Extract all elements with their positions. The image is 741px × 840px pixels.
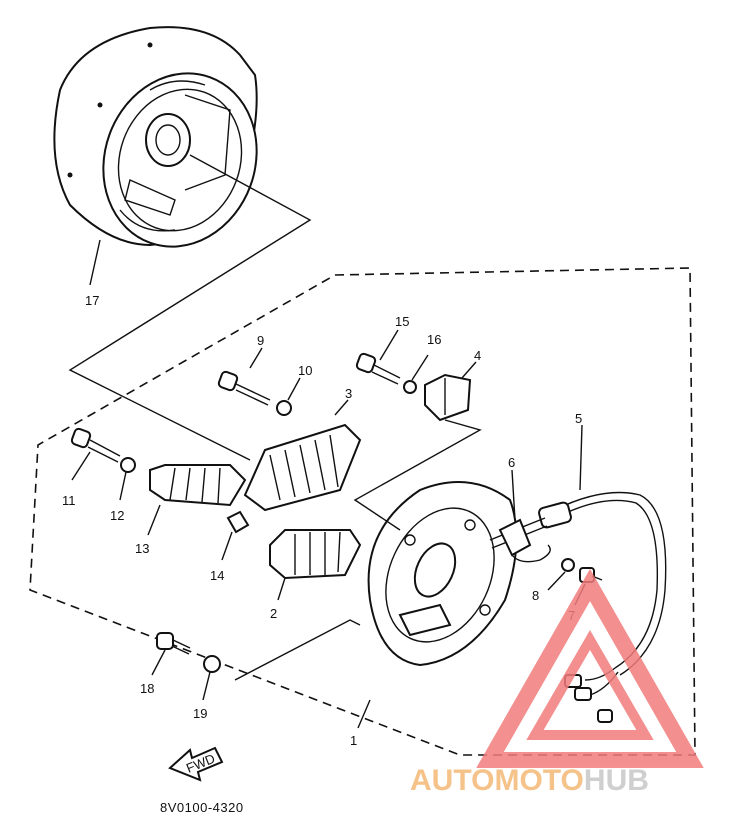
watermark-text: AUTOMOTOHUB: [410, 764, 649, 797]
washer-16: [403, 380, 417, 394]
stator-plate: [367, 481, 518, 667]
source-coil: [243, 423, 362, 512]
part-label-3: 3: [345, 386, 352, 401]
drawing-code: 8V0100-4320: [160, 800, 244, 815]
spacer: [226, 510, 250, 534]
washer-19: [203, 655, 221, 673]
washer-12: [120, 457, 136, 473]
part-label-18: 18: [140, 681, 154, 696]
part-label-5: 5: [575, 411, 582, 426]
watermark-auto: AUTO: [410, 764, 494, 797]
part-label-17: 17: [85, 293, 99, 308]
charging-coil: [269, 529, 362, 580]
screw-11: [70, 427, 121, 463]
screw-9: [217, 370, 271, 406]
forward-arrow-icon: FWD: [168, 746, 224, 782]
lighting-coil: [149, 464, 247, 507]
part-label-11: 11: [62, 493, 76, 508]
washer-10: [276, 400, 292, 416]
part-label-12: 12: [110, 508, 124, 523]
part-label-8: 8: [532, 588, 539, 603]
part-label-16: 16: [427, 332, 441, 347]
part-label-19: 19: [193, 706, 207, 721]
part-label-14: 14: [210, 568, 224, 583]
part-label-10: 10: [298, 363, 312, 378]
watermark-moto: MOTO: [494, 764, 583, 797]
part-label-9: 9: [257, 333, 264, 348]
pulser-coil: [424, 373, 472, 422]
part-label-15: 15: [395, 314, 409, 329]
wire-harness: [489, 491, 667, 723]
part-label-1: 1: [350, 733, 357, 748]
part-label-13: 13: [135, 541, 149, 556]
part-label-4: 4: [474, 348, 481, 363]
flywheel-rotor: [53, 26, 258, 248]
part-label-6: 6: [508, 455, 515, 470]
watermark-hub: HUB: [584, 764, 649, 797]
washer-8: [561, 558, 575, 572]
part-label-2: 2: [270, 606, 277, 621]
screw-15: [355, 352, 401, 385]
automotohub-watermark: [476, 568, 704, 768]
lead-clamp: [498, 518, 551, 563]
screw-18: [156, 632, 191, 655]
